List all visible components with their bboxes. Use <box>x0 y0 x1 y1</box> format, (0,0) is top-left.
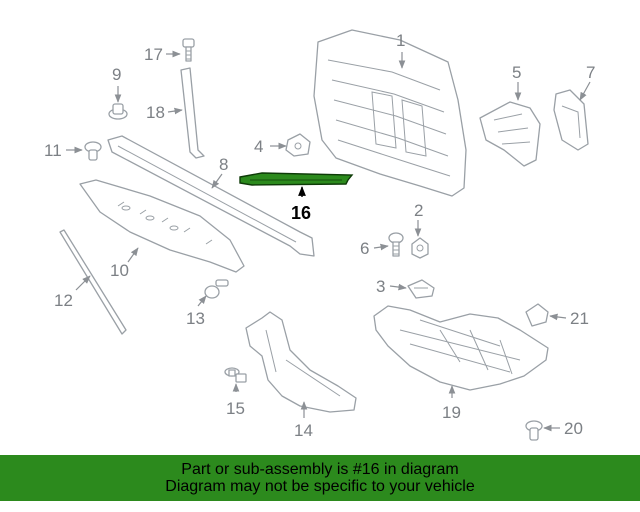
callout-7: 7 <box>586 63 595 82</box>
leader-lines <box>66 50 591 432</box>
callout-14: 14 <box>294 421 313 440</box>
parts-diagram: 1 5 7 17 9 18 11 4 8 16 10 12 13 2 6 3 2… <box>44 29 595 441</box>
part-21-bracket[interactable] <box>525 303 549 327</box>
callout-labels: 1 5 7 17 9 18 11 4 8 16 10 12 13 2 6 3 2… <box>44 31 595 440</box>
part-13-push-pin[interactable] <box>204 279 229 299</box>
part-12-rod[interactable] <box>59 229 127 335</box>
callout-6: 6 <box>360 239 369 258</box>
part-15-screw[interactable] <box>224 367 247 383</box>
part-4-bracket[interactable] <box>285 133 311 157</box>
callout-2: 2 <box>414 201 423 220</box>
part-2-nut[interactable] <box>411 237 429 259</box>
part-6-bolt[interactable] <box>388 232 404 257</box>
part-19-underbody-shield[interactable] <box>373 305 549 391</box>
callout-10: 10 <box>110 261 129 280</box>
callout-21: 21 <box>570 309 589 328</box>
part-1-grille-frame[interactable] <box>313 29 467 197</box>
part-17-screw[interactable] <box>182 38 195 62</box>
part-18-seal-strip[interactable] <box>180 67 205 159</box>
callout-19: 19 <box>442 403 461 422</box>
callout-15: 15 <box>226 399 245 418</box>
part-10-air-guide[interactable] <box>79 179 245 273</box>
banner-line-2: Diagram may not be specific to your vehi… <box>165 478 475 495</box>
callout-4: 4 <box>254 137 263 156</box>
callout-3: 3 <box>376 277 385 296</box>
part-14-side-shield[interactable] <box>245 311 357 413</box>
callout-20: 20 <box>564 419 583 438</box>
part-20-clip[interactable] <box>525 420 543 441</box>
callout-11: 11 <box>44 141 62 160</box>
callout-8: 8 <box>219 155 228 174</box>
banner-line-1: Part or sub-assembly is #16 in diagram <box>181 461 459 478</box>
part-9-clip[interactable] <box>108 103 128 120</box>
info-banner: Part or sub-assembly is #16 in diagram D… <box>0 455 640 501</box>
part-16-highlighted-strip[interactable] <box>239 172 354 186</box>
callout-9: 9 <box>112 65 121 84</box>
callout-12: 12 <box>54 291 73 310</box>
part-11-clip[interactable] <box>84 141 102 161</box>
callout-13: 13 <box>186 309 205 328</box>
callout-5: 5 <box>512 63 521 82</box>
part-7-bracket[interactable] <box>553 89 589 151</box>
part-3-clip-nut[interactable] <box>407 279 435 299</box>
callout-1: 1 <box>396 31 405 50</box>
callout-18: 18 <box>146 103 165 122</box>
part-8-upper-trim[interactable] <box>107 135 315 257</box>
part-5-bracket[interactable] <box>479 101 541 167</box>
callout-17: 17 <box>144 45 163 64</box>
callout-16: 16 <box>291 203 311 223</box>
